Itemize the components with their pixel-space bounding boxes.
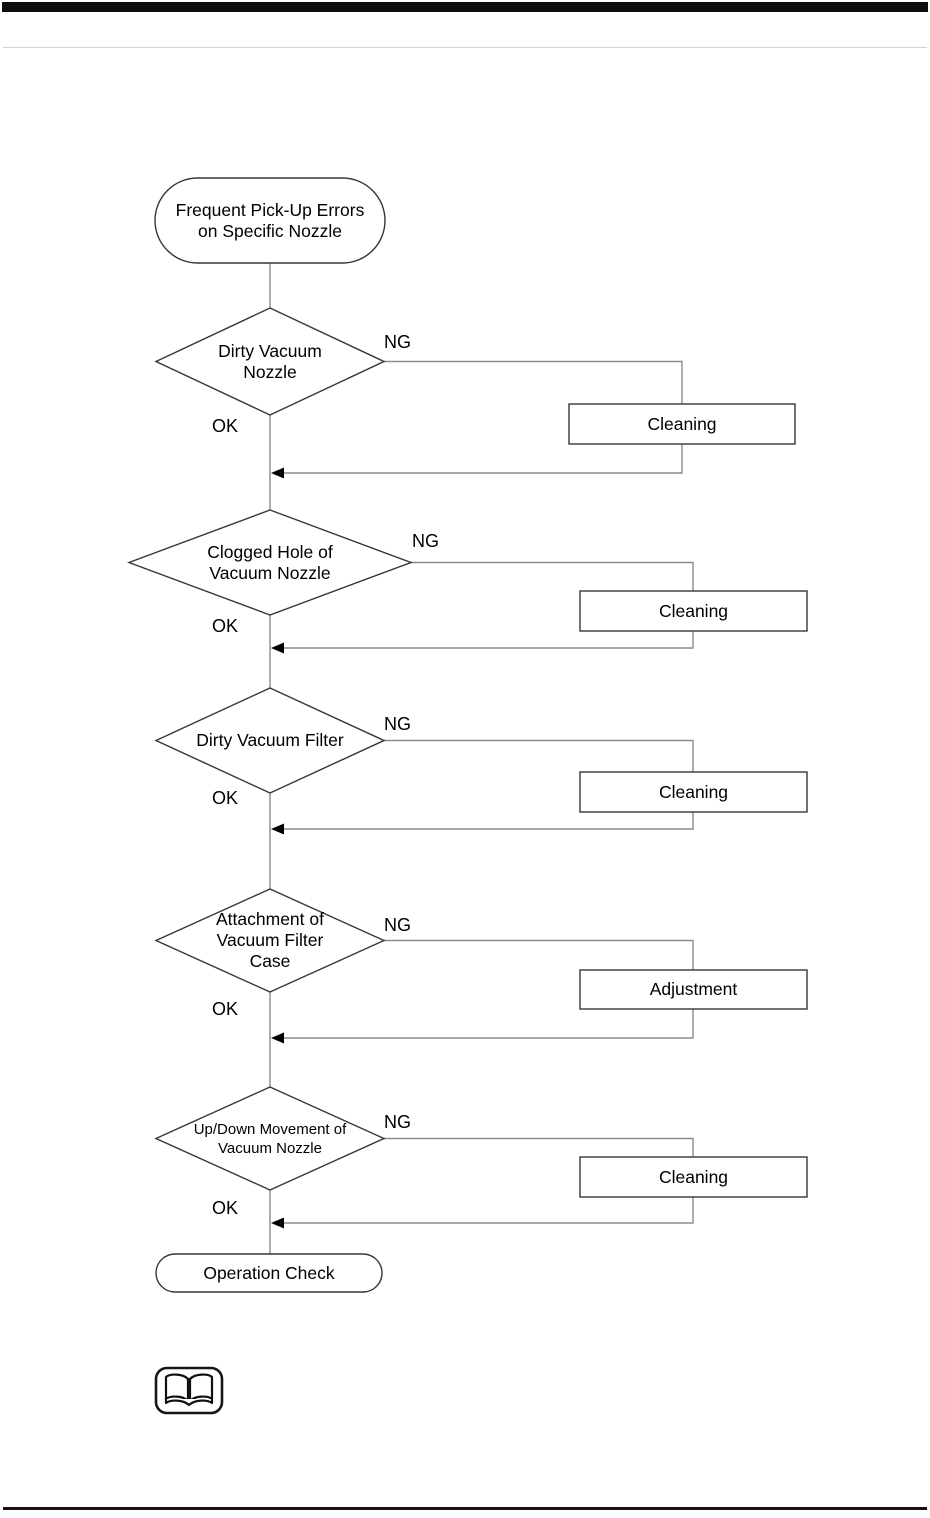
decision-2-label-line: Vacuum Nozzle (209, 562, 331, 583)
action-2-box (579, 590, 808, 632)
decision-4-label-line: Case (249, 951, 291, 971)
ng-label-2: NG (412, 531, 439, 551)
decision-4-shape (154, 888, 386, 993)
decision-4-label: Attachment of Vacuum Filter Case (156, 889, 384, 992)
decision-1-label: Dirty Vacuum Nozzle (156, 308, 384, 415)
start-node-shape (154, 177, 386, 264)
decision-5-label-line: Up/Down Movement of (193, 1120, 347, 1138)
decision-2-shape (126, 509, 414, 616)
start-node-label-line: on Specific Nozzle (198, 220, 342, 241)
footer-divider (3, 1507, 927, 1510)
return-arrowhead-5 (271, 1217, 284, 1229)
ok-label-1: OK (212, 416, 239, 436)
ok-label-4: OK (212, 999, 239, 1019)
action-1-label: Cleaning (647, 413, 717, 434)
decision-3-label: Dirty Vacuum Filter (156, 688, 384, 793)
decision-3-label-line: Dirty Vacuum Filter (196, 730, 344, 750)
decision-3-shape (154, 687, 386, 794)
action-3-label: Cleaning (658, 781, 729, 802)
decision-4-label-line: Vacuum Filter (216, 930, 324, 950)
ok-label-3: OK (212, 788, 239, 808)
decision-5-label: Up/Down Movement of Vacuum Nozzle (156, 1087, 384, 1190)
ng-label-5: NG (384, 1112, 411, 1132)
decision-2-label-line: Clogged Hole of (207, 541, 333, 562)
action-3-box (579, 771, 808, 813)
action-1-box (568, 403, 796, 445)
action-4-box (579, 969, 808, 1010)
return-arrowhead-2 (271, 642, 284, 654)
decision-5-label-line: Vacuum Nozzle (218, 1139, 322, 1157)
manual-reference-icon (154, 1366, 224, 1415)
start-node-label-line: Frequent Pick-Up Errors (175, 199, 365, 220)
action-5-box (579, 1156, 808, 1198)
decision-5-shape (154, 1086, 386, 1191)
action-2-label: Cleaning (658, 600, 729, 621)
return-arrowhead-4 (271, 1032, 284, 1044)
end-node-label: Operation Check (203, 1262, 335, 1283)
ok-label-2: OK (212, 616, 239, 636)
decision-1-shape (154, 307, 386, 416)
decision-2-label: Clogged Hole of Vacuum Nozzle (129, 510, 411, 615)
ok-label-5: OK (212, 1198, 239, 1218)
action-5-label: Cleaning (658, 1166, 729, 1187)
return-arrowhead-3 (271, 823, 284, 835)
decision-4-label-line: Attachment of (216, 909, 324, 929)
start-node-label: Frequent Pick-Up Errors on Specific Nozz… (155, 178, 385, 263)
open-book-icon (164, 1373, 214, 1407)
decision-1-label-line: Dirty Vacuum (218, 340, 322, 361)
header-divider (3, 47, 927, 48)
ng-label-1: NG (384, 332, 411, 352)
ng-label-4: NG (384, 915, 411, 935)
page-top-bar (2, 2, 928, 12)
decision-1-label-line: Nozzle (243, 361, 297, 382)
end-node-shape (155, 1253, 383, 1293)
ng-label-3: NG (384, 714, 411, 734)
action-4-label: Adjustment (649, 979, 738, 999)
return-arrowhead-1 (271, 467, 284, 479)
